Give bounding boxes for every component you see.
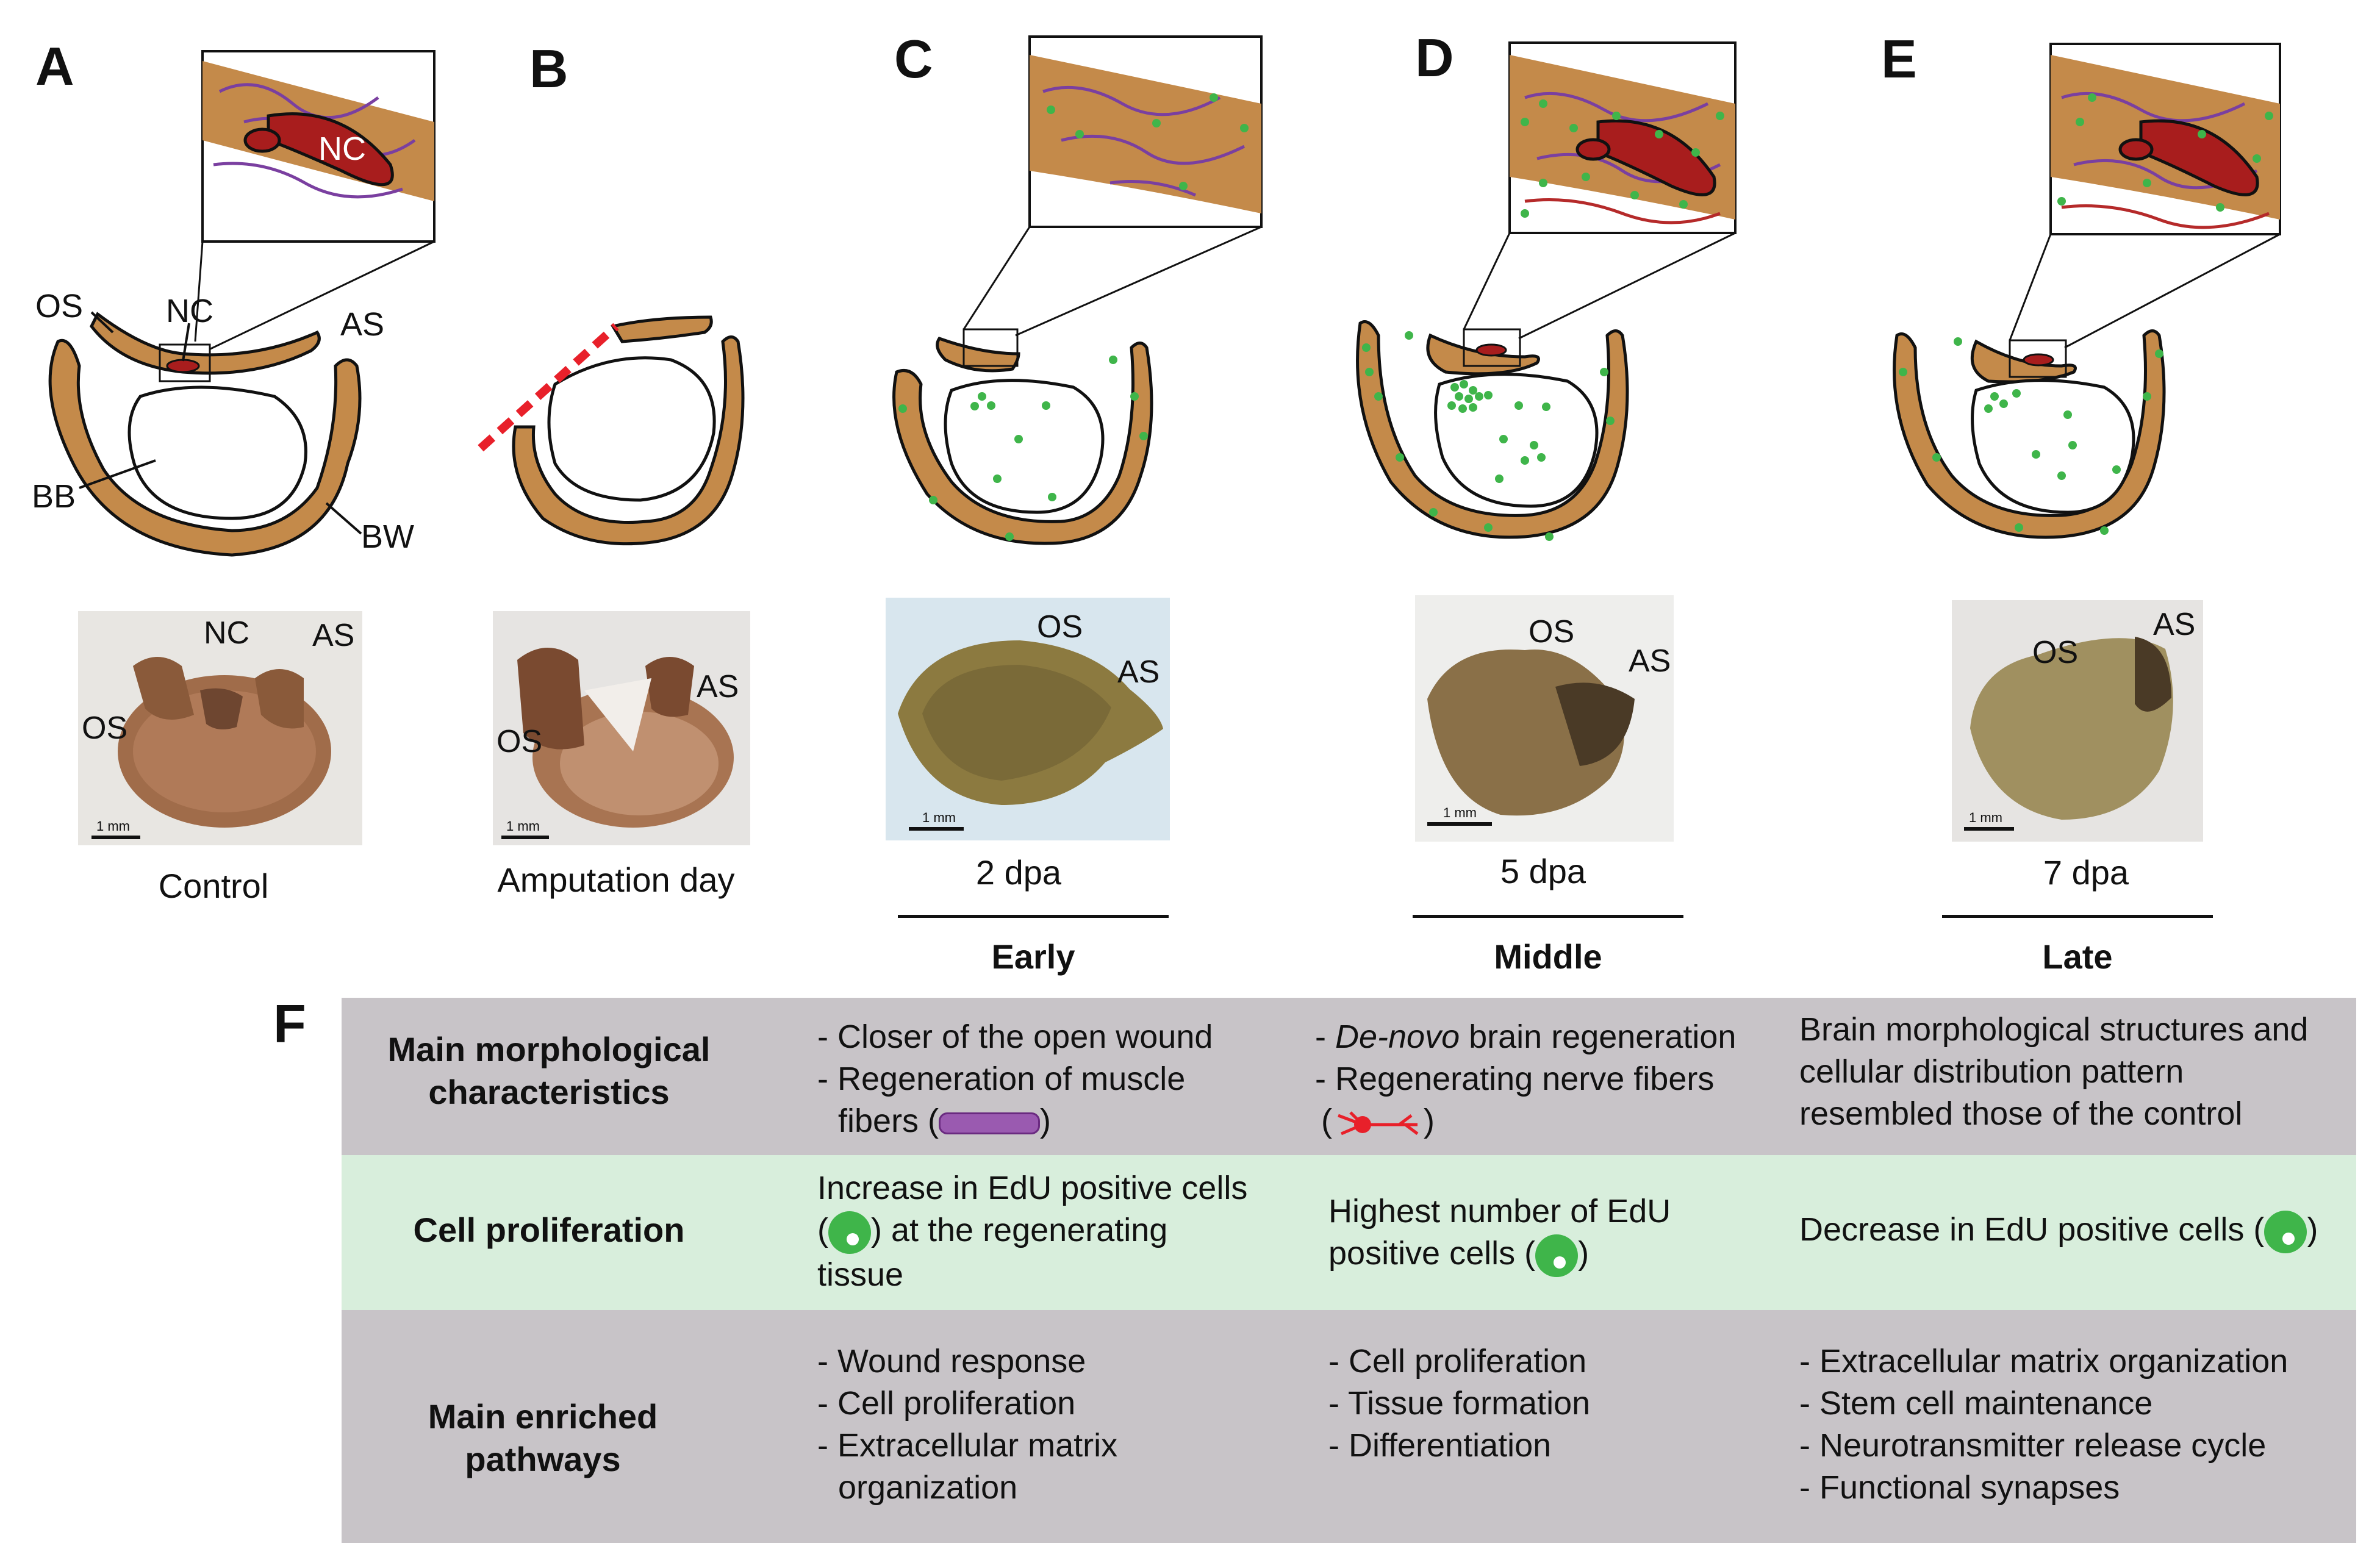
- photo-c-as-label: AS: [1117, 654, 1160, 690]
- photo-e-scale-label: 1 mm: [1969, 810, 2002, 825]
- stage-middle: Middle: [1494, 937, 1602, 976]
- photo-b-scalebar: [501, 836, 549, 839]
- stage-late: Late: [2042, 937, 2113, 976]
- panel-a-bw-label: BW: [361, 518, 414, 555]
- photo-a-scalebar: [91, 836, 140, 839]
- cell-morphological-middle: - De-novo brain regeneration - Regenerat…: [1315, 1018, 1737, 1139]
- panel-a-os-label: OS: [35, 288, 83, 324]
- panel-d-diagram: [1356, 41, 1737, 541]
- edu-cell-icon: [2264, 1210, 2307, 1253]
- cell-proliferation-middle: Highest number of EdU positive cells (): [1328, 1190, 1671, 1277]
- photo-e-scalebar: [1964, 827, 2014, 831]
- photo-d-as-label: AS: [1629, 643, 1671, 679]
- panel-letter-f: F: [273, 993, 306, 1054]
- muscle-fiber-icon: [939, 1112, 1041, 1134]
- panel-c-diagram: [892, 35, 1263, 545]
- photo-5dpa: [1415, 595, 1674, 842]
- panel-letter-e: E: [1881, 29, 1917, 89]
- caption-amputation-day: Amputation day: [497, 861, 735, 899]
- cell-morphological-late: Brain morphological structures and cellu…: [1799, 1011, 2309, 1132]
- panel-letter-a: A: [35, 36, 74, 96]
- panel-a-diagram: NC OS NC AS BB BW: [32, 50, 435, 557]
- table-row-morphological: Main morphological characteristics - Clo…: [342, 998, 2356, 1155]
- photo-c-scale-label: 1 mm: [922, 810, 956, 825]
- caption-5dpa: 5 dpa: [1500, 852, 1586, 890]
- photo-a-os-label: OS: [82, 711, 128, 746]
- photo-a-as-label: AS: [312, 618, 355, 653]
- photo-e-as-label: AS: [2153, 607, 2196, 642]
- cell-pathways-late: - Extracellular matrix organization - St…: [1799, 1343, 2289, 1506]
- panel-a-zoom-nc-label: NC: [318, 131, 366, 167]
- photo-b-scale-label: 1 mm: [506, 818, 540, 834]
- photo-d-scalebar: [1427, 822, 1492, 826]
- row-header-proliferation: Cell proliferation: [413, 1211, 685, 1249]
- stage-line-late: [1942, 915, 2213, 918]
- cell-proliferation-early: Increase in EdU positive cells () at the…: [817, 1170, 1248, 1293]
- panel-a-zoom-box: [201, 50, 435, 243]
- cell-morphological-early: - Closer of the open wound - Regeneratio…: [817, 1018, 1213, 1139]
- panel-letter-b: B: [529, 38, 568, 99]
- stage-line-early: [898, 915, 1169, 918]
- photo-amputation-day: [493, 611, 750, 845]
- caption-control: Control: [158, 867, 269, 905]
- panel-letter-c: C: [894, 29, 933, 89]
- row-header-morphological: Main morphological characteristics: [387, 1030, 711, 1111]
- table-row-pathways: Main enriched pathways - Wound response …: [342, 1310, 2356, 1543]
- cell-proliferation-late: Decrease in EdU positive cells (): [1799, 1209, 2318, 1253]
- panel-a-bb-label: BB: [32, 478, 76, 515]
- photo-7dpa: [1952, 600, 2203, 842]
- photo-d-os-label: OS: [1529, 614, 1575, 650]
- photo-b-as-label: AS: [697, 669, 739, 704]
- photo-b-os-label: OS: [496, 724, 543, 759]
- caption-2dpa: 2 dpa: [975, 853, 1062, 892]
- cell-pathways-middle: - Cell proliferation - Tissue formation …: [1328, 1343, 1591, 1464]
- edu-cell-icon: [1535, 1234, 1579, 1277]
- photo-c-os-label: OS: [1037, 609, 1083, 645]
- panel-e-diagram: [1893, 43, 2281, 539]
- neuron-icon: [1332, 1108, 1424, 1139]
- photo-a-scale-label: 1 mm: [96, 818, 130, 834]
- photo-a-nc-label: NC: [204, 615, 250, 651]
- stage-line-middle: [1413, 915, 1683, 918]
- stage-early: Early: [991, 937, 1075, 976]
- photo-control: [78, 611, 362, 845]
- photo-e-os-label: OS: [2032, 635, 2079, 670]
- panel-b-diagram: [478, 315, 745, 546]
- panel-a-as-label: AS: [340, 306, 384, 343]
- table-row-proliferation: Cell proliferation Increase in EdU posit…: [342, 1155, 2356, 1310]
- cell-pathways-early: - Wound response - Cell proliferation - …: [817, 1343, 1118, 1506]
- panel-a-nc-label: NC: [166, 293, 213, 329]
- edu-cell-icon: [828, 1211, 871, 1254]
- caption-7dpa: 7 dpa: [2043, 853, 2129, 892]
- photo-d-scale-label: 1 mm: [1443, 805, 1477, 820]
- row-header-pathways: Main enriched pathways: [428, 1397, 658, 1478]
- photo-c-scalebar: [909, 827, 964, 831]
- panel-letter-d: D: [1415, 27, 1454, 88]
- photo-2dpa: [886, 598, 1170, 840]
